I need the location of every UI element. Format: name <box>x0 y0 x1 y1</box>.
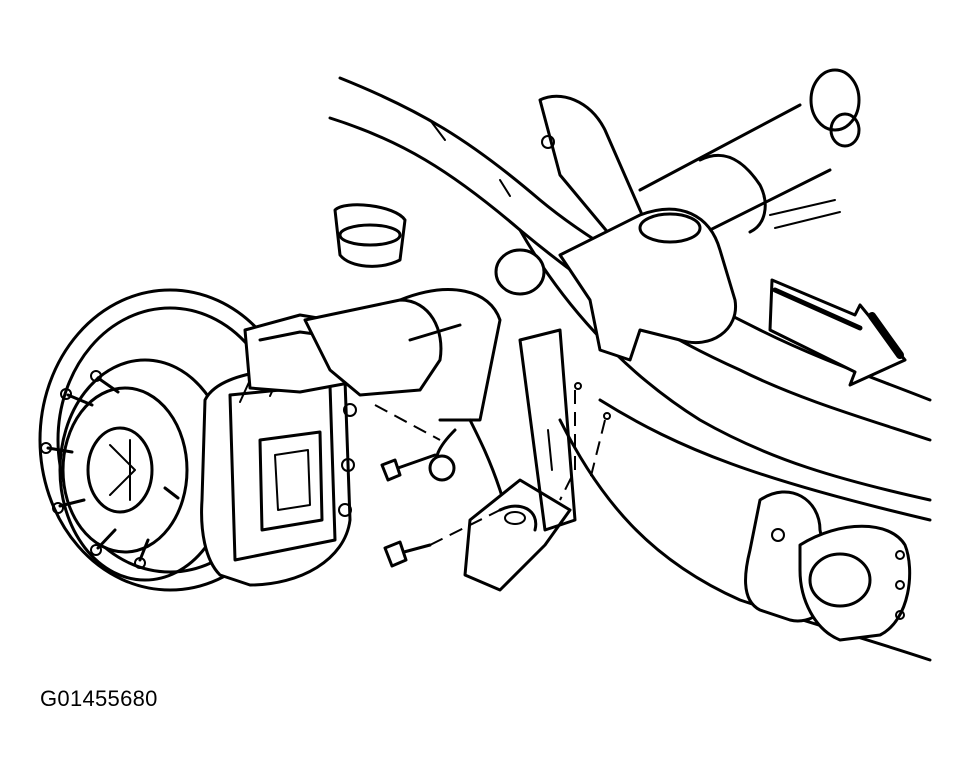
mounting-bolts <box>374 382 611 568</box>
frame-plug <box>494 248 546 296</box>
direction-arrow-icon <box>768 278 907 387</box>
brake-caliper <box>200 366 357 587</box>
frame-slot <box>547 429 553 471</box>
axle-bracket <box>538 94 737 362</box>
frame-mount-plate <box>518 328 577 532</box>
wheel-studs <box>40 370 180 569</box>
abs-sensor-harness <box>428 418 572 592</box>
axle-housing-end <box>303 288 502 422</box>
figure-code: G01455680 <box>40 686 158 711</box>
spring-hanger <box>744 490 912 642</box>
axle-tube <box>638 68 861 252</box>
bump-stop <box>333 203 407 268</box>
